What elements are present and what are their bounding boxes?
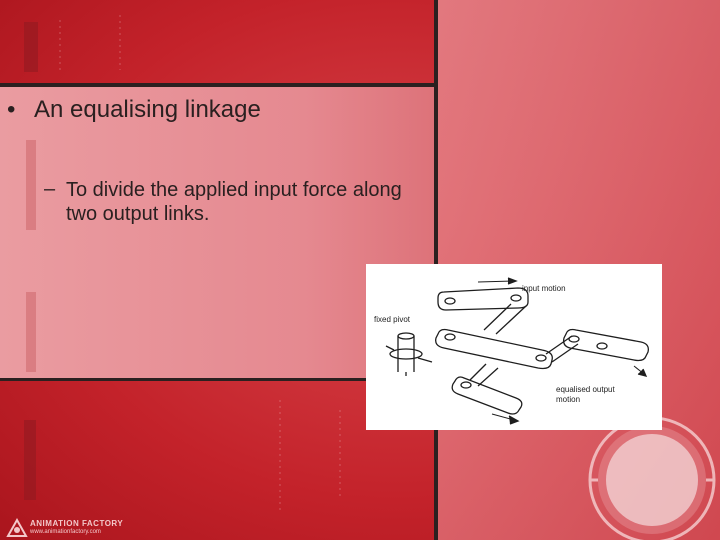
label-equalised-output: equalised output <box>556 385 615 394</box>
linkage-drawing: input motion fixed pivot equalised outpu… <box>374 277 649 425</box>
linkage-diagram: input motion fixed pivot equalised outpu… <box>366 264 662 430</box>
footer-url: www.animationfactory.com <box>30 529 101 535</box>
animation-factory-logo-icon <box>6 517 28 537</box>
sub-bullet-text: To divide the applied input force along … <box>66 179 402 225</box>
label-motion: motion <box>556 395 580 404</box>
footer-logo: ANIMATION FACTORY www.animationfactory.c… <box>0 514 240 540</box>
footer-brand: ANIMATION FACTORY <box>30 519 124 528</box>
bullet-symbol: • <box>7 96 16 123</box>
clock-decoration <box>588 416 716 540</box>
bullet-text: An equalising linkage <box>34 96 261 123</box>
sub-bullet-dash: – <box>44 178 56 200</box>
label-input-motion: input motion <box>522 284 566 293</box>
label-fixed-pivot: fixed pivot <box>374 315 411 324</box>
